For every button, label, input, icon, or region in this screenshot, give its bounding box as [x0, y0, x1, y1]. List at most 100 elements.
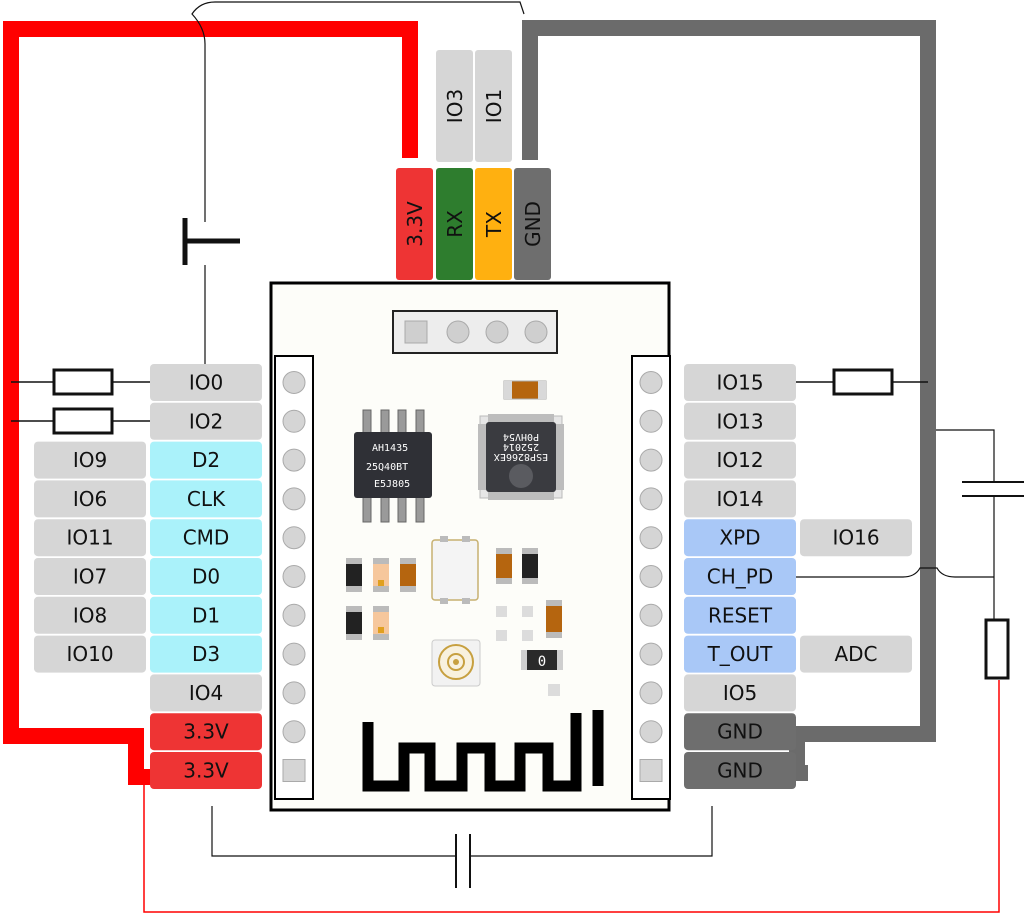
power-wire-thin — [143, 680, 1000, 913]
pin-right-io13-1: IO13 — [684, 402, 796, 440]
wires — [3, 1, 1024, 913]
pin-left-3-3v-9: 3.3V — [150, 713, 262, 751]
board-pad — [282, 526, 306, 550]
svg-text:IO15: IO15 — [716, 371, 763, 395]
esp-board: AH1435 25Q40BT E5J805 ESP8266EX 252014 P… — [269, 281, 671, 812]
pin-io9: IO9 — [34, 441, 146, 479]
board-pad — [639, 409, 663, 433]
svg-text:CH_PD: CH_PD — [707, 565, 773, 589]
board-pad — [282, 720, 306, 744]
svg-text:252014: 252014 — [503, 441, 539, 452]
board-pad — [639, 526, 663, 550]
pin-io6: IO6 — [34, 480, 146, 518]
pin-left-io4-8: IO4 — [150, 674, 262, 712]
pin-right-io15-0: IO15 — [684, 364, 796, 401]
svg-text:CLK: CLK — [187, 487, 226, 511]
pin-tx: TX — [475, 168, 512, 280]
svg-text:RX: RX — [443, 210, 467, 238]
pin-left-d3-7: D3 — [150, 635, 262, 673]
pin-right-ch-pd-5: CH_PD — [684, 558, 796, 595]
svg-text:3.3V: 3.3V — [183, 720, 229, 744]
svg-text:IO7: IO7 — [73, 565, 107, 589]
board-pad — [639, 720, 663, 744]
power-wire — [3, 21, 418, 785]
pin-io3: IO3 — [436, 50, 473, 162]
svg-text:ADC: ADC — [834, 642, 877, 666]
pin-right-io5-8: IO5 — [684, 674, 796, 712]
board-pad — [282, 487, 306, 511]
svg-text:IO9: IO9 — [73, 448, 107, 472]
board-pad — [282, 759, 306, 782]
pin-left-d2-2: D2 — [150, 441, 262, 479]
svg-text:D1: D1 — [192, 603, 220, 627]
pin-adc: ADC — [800, 635, 912, 673]
svg-text:GND: GND — [717, 720, 763, 744]
svg-text:XPD: XPD — [719, 526, 760, 550]
pin-io1: IO1 — [475, 50, 512, 162]
svg-text:IO4: IO4 — [189, 681, 223, 705]
board-pad — [639, 642, 663, 666]
pin-gnd-header: GND — [514, 168, 551, 280]
pin-right-gnd-10: GND — [684, 752, 796, 789]
board-pad — [639, 487, 663, 511]
board-pad — [639, 681, 663, 705]
antenna-connector-icon — [431, 639, 481, 687]
board-pad — [639, 448, 663, 472]
pin-io11: IO11 — [34, 519, 146, 557]
pin-io8: IO8 — [34, 596, 146, 634]
mcu-chip: ESP8266EX 252014 P0HV54 — [478, 414, 564, 500]
pin-right-t-out-7: T_OUT — [684, 635, 796, 673]
board-pad — [639, 371, 663, 394]
svg-text:GND: GND — [717, 759, 763, 783]
ground-wire — [522, 20, 936, 781]
svg-text:IO14: IO14 — [716, 487, 763, 511]
svg-text:RESET: RESET — [708, 603, 773, 627]
svg-text:TX: TX — [482, 211, 506, 238]
resistor-io15 — [832, 368, 894, 396]
pin-io10: IO10 — [34, 635, 146, 673]
board-pad — [282, 409, 306, 433]
svg-text:IO11: IO11 — [66, 526, 113, 550]
pin-right-gnd-9: GND — [684, 713, 796, 751]
svg-text:E5J805: E5J805 — [374, 479, 410, 490]
top-pins: IO3 IO1 3.3V RX TX GND — [396, 50, 551, 280]
svg-text:D0: D0 — [192, 565, 220, 589]
board-pad — [282, 371, 306, 394]
svg-text:D2: D2 — [192, 448, 220, 472]
resistor-io0 — [52, 368, 114, 396]
svg-text:IO8: IO8 — [73, 603, 107, 627]
board-pad — [282, 565, 306, 588]
svg-text:ESP8266EX: ESP8266EX — [494, 451, 548, 462]
board-pad — [282, 681, 306, 705]
svg-text:IO13: IO13 — [716, 409, 763, 433]
pin-left-d1-6: D1 — [150, 596, 262, 634]
flash-chip: AH1435 25Q40BT E5J805 — [354, 409, 432, 523]
svg-text:T_OUT: T_OUT — [707, 642, 774, 666]
pin-3v3-header: 3.3V — [396, 168, 433, 280]
pin-right-io14-3: IO14 — [684, 480, 796, 518]
board-pad — [639, 565, 663, 588]
svg-text:IO1: IO1 — [482, 89, 506, 123]
svg-text:25Q40BT: 25Q40BT — [366, 462, 408, 473]
pin-io7: IO7 — [34, 558, 146, 595]
svg-text:IO3: IO3 — [443, 89, 467, 123]
board-pad — [282, 642, 306, 666]
resistor-ch-pd — [984, 618, 1010, 680]
zero-ohm-resistor: 0 — [521, 650, 563, 670]
svg-text:3.3V: 3.3V — [183, 759, 229, 783]
pin-right-xpd-4: XPD — [684, 519, 796, 557]
pin-left-3-3v-10: 3.3V — [150, 752, 262, 789]
svg-text:IO6: IO6 — [73, 487, 107, 511]
board-pad — [639, 759, 663, 782]
svg-text:0: 0 — [538, 654, 546, 670]
pin-rx: RX — [436, 168, 473, 280]
espressif-logo-icon — [509, 464, 533, 488]
resistor-io2 — [52, 407, 114, 435]
svg-text:P0HV54: P0HV54 — [503, 431, 539, 442]
svg-text:CMD: CMD — [183, 526, 230, 550]
svg-text:IO12: IO12 — [716, 448, 763, 472]
pin-right-io12-2: IO12 — [684, 441, 796, 479]
